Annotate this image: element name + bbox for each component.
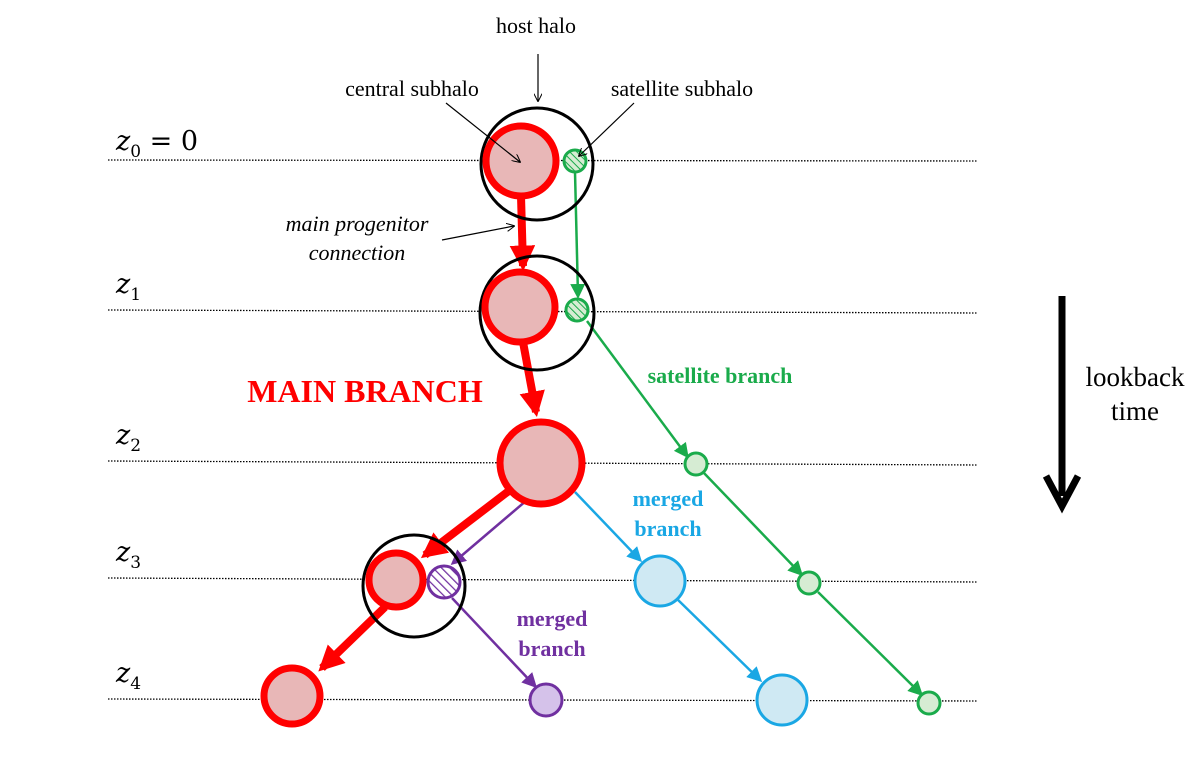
purple-merged-connection-z2-z3 (450, 499, 528, 565)
main-progenitor-z4 (260, 664, 324, 728)
main-connection-z2-z3 (420, 486, 513, 559)
blue-merged-node-z3 (633, 554, 687, 608)
lookback-arrow (1042, 296, 1082, 514)
main-branch-nodes (260, 122, 586, 728)
satellite-subhalo-label: satellite subhalo (611, 76, 753, 101)
blue-merged-connection-z2-z3 (574, 491, 643, 563)
connections (318, 171, 924, 697)
time-slice-z3 (107, 577, 979, 583)
host-halo-z0 (479, 106, 595, 222)
purple-merged-connection-z3-z4 (451, 597, 538, 689)
host-halo-z3 (361, 533, 467, 639)
annotation-arrows (441, 54, 635, 241)
satellite-subhalo-z4 (916, 690, 942, 716)
purple-merged-nodes (426, 564, 564, 718)
redshift-label-z3: z3 (115, 537, 141, 573)
main-progenitor-label-line2: connection (309, 240, 406, 265)
purple-merged-branch-label-line2: branch (518, 636, 585, 661)
main-progenitor-label-line1: main progenitor (286, 211, 429, 236)
purple-merged-node-z4 (528, 682, 564, 718)
central-subhalo-z0 (482, 122, 560, 200)
central-subhalo-z3 (365, 549, 427, 611)
lookback-arrow-head (1042, 474, 1082, 514)
purple-merged-branch-label-line1: merged (517, 606, 588, 631)
redshift-labels: z0 = 0 z1 z2 z3 z4 (115, 126, 198, 694)
blue-merged-node-z4 (755, 673, 809, 727)
satellite-connection-z1-z2 (585, 320, 689, 459)
blue-merged-branch-label-line2: branch (634, 516, 701, 541)
central-subhalo-z2 (496, 418, 586, 508)
satellite-subhalo-z2 (683, 451, 709, 477)
host-halos (361, 106, 596, 639)
satellite-subhalo-z1 (564, 297, 590, 323)
satellite-subhalo-z0 (562, 148, 588, 174)
central-subhalo-pointer (445, 102, 520, 162)
main-branch-label: MAIN BRANCH (247, 373, 483, 409)
blue-merged-branch-label-line1: merged (633, 486, 704, 511)
satellite-subhalo-z3 (796, 570, 822, 596)
redshift-label-z2: z2 (115, 420, 141, 456)
main-connection-z1-z2 (519, 341, 545, 418)
redshift-label-z1: z1 (115, 269, 141, 305)
purple-satellite-node-z3 (426, 564, 462, 600)
redshift-label-z4: z4 (115, 658, 141, 694)
satellite-connection-z3-z4 (817, 591, 924, 697)
satellite-connection-z0-z1 (570, 171, 586, 299)
lookback-time-label-line1: lookback (1086, 362, 1185, 392)
main-connection-z3-z4 (318, 604, 388, 672)
blue-merged-connection-z3-z4 (674, 596, 763, 683)
central-subhalo-z1 (481, 268, 559, 346)
blue-merged-nodes (633, 554, 809, 727)
satellite-branch-label: satellite branch (648, 363, 793, 388)
satellite-subhalo-pointer (579, 102, 635, 156)
satellite-branch-nodes (562, 148, 942, 716)
main-connection-z0-z1 (509, 195, 536, 272)
redshift-label-z0: z0 = 0 (115, 126, 198, 162)
main-progenitor-pointer (441, 226, 514, 241)
central-subhalo-label: central subhalo (345, 76, 479, 101)
lookback-time-label-line2: time (1111, 396, 1159, 426)
host-halo-z1 (478, 254, 596, 372)
satellite-connection-z2-z3 (702, 471, 804, 577)
text-labels: host halo central subhalo satellite subh… (247, 13, 1185, 661)
host-halo-label: host halo (496, 13, 576, 38)
